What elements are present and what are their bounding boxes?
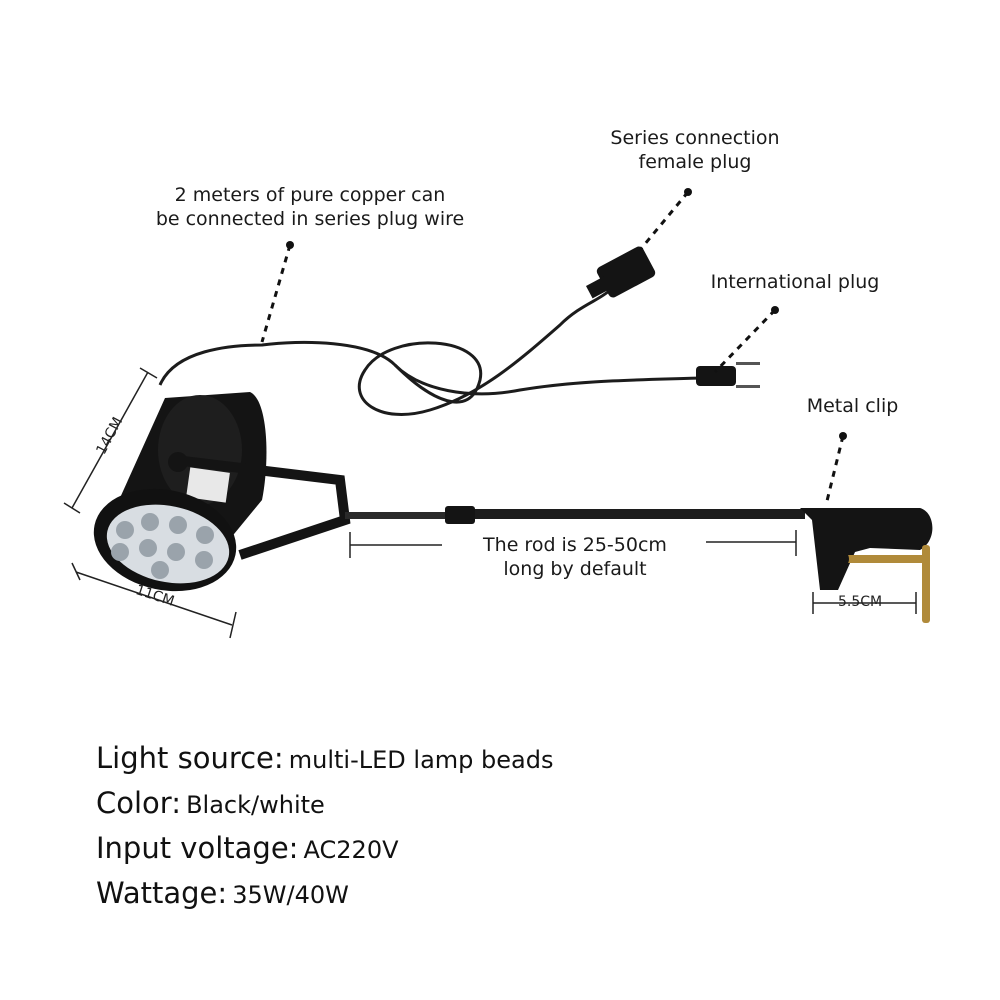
dim-width-line [75, 571, 233, 626]
spec-wattage: Wattage: 35W/40W [96, 876, 349, 910]
callout-metal-clip: Metal clip [806, 395, 899, 417]
callout-female-plug: Series connection female plug [610, 127, 780, 173]
callout-international-plug: International plug [710, 271, 880, 293]
callout-wire: 2 meters of pure copper can be connected… [155, 184, 465, 230]
power-cord-2 [393, 363, 701, 396]
callout-rod: The rod is 25-50cm long by default [483, 534, 667, 580]
spec-list: Light source: multi-LED lamp beads Color… [96, 736, 553, 916]
leader-clip [824, 435, 845, 506]
dim-clip-label: 5.5CM [838, 594, 883, 610]
leader-wire [260, 244, 292, 343]
spec-input-voltage: Input voltage: AC220V [96, 831, 399, 865]
leader-intl [713, 308, 777, 374]
female-plug [586, 246, 656, 299]
leader-female [638, 191, 690, 251]
rod [345, 506, 805, 524]
power-cord [158, 288, 612, 416]
spec-color: Color: Black/white [96, 786, 325, 820]
international-plug [696, 362, 760, 388]
lamp-head [93, 392, 351, 592]
dim-height-line [71, 371, 149, 509]
metal-clip [800, 508, 933, 623]
spec-light-source: Light source: multi-LED lamp beads [96, 741, 554, 775]
